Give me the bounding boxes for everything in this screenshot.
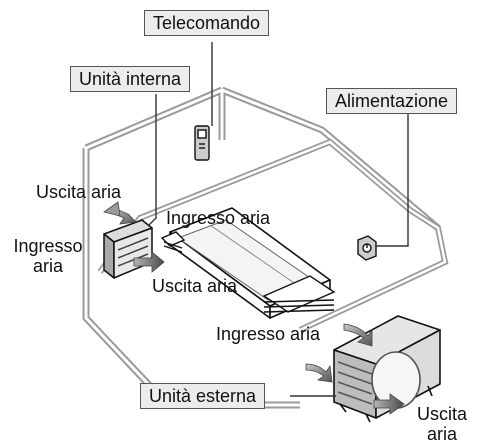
outdoor-outlet-label-line2: aria	[426, 424, 457, 444]
outdoor-unit	[333, 315, 441, 423]
outdoor-inlet-arrow-top	[343, 323, 373, 347]
duct-inlet-label: Ingresso aria	[166, 208, 271, 228]
outdoor-inlet-arrow-side	[305, 363, 333, 383]
duct-grille-right	[262, 275, 336, 313]
telecomando-callout: Telecomando	[144, 10, 270, 36]
leader-lines	[147, 42, 409, 397]
outdoor-inlet-label: Ingresso aria	[216, 324, 321, 344]
indoor-unit	[103, 219, 153, 279]
outdoor-outlet-label: Uscita aria	[402, 404, 482, 444]
unita-esterna-callout: Unità esterna	[140, 383, 266, 409]
outdoor-outlet-label-line1: Uscita	[416, 404, 467, 424]
indoor-inlet-label-line1: Ingresso	[13, 236, 83, 256]
indoor-inlet-label: Ingresso aria	[4, 236, 92, 276]
indoor-supply-arrow	[133, 251, 165, 273]
outdoor-outlet-arrow	[373, 393, 405, 415]
floor-line-inner	[98, 140, 447, 332]
indoor-inlet-label-line2: aria	[32, 256, 63, 276]
indoor-outlet-arrow-head	[103, 201, 121, 217]
remote-controller	[194, 125, 210, 161]
power-supply-box	[357, 235, 377, 261]
alimentazione-callout: Alimentazione	[326, 88, 458, 114]
duct-outlet-label: Uscita aria	[152, 276, 238, 296]
duct-grille-left	[160, 231, 186, 253]
duct-unit	[169, 207, 331, 319]
unita-interna-callout: Unità interna	[70, 66, 191, 92]
indoor-outlet-label: Uscita aria	[36, 182, 122, 202]
